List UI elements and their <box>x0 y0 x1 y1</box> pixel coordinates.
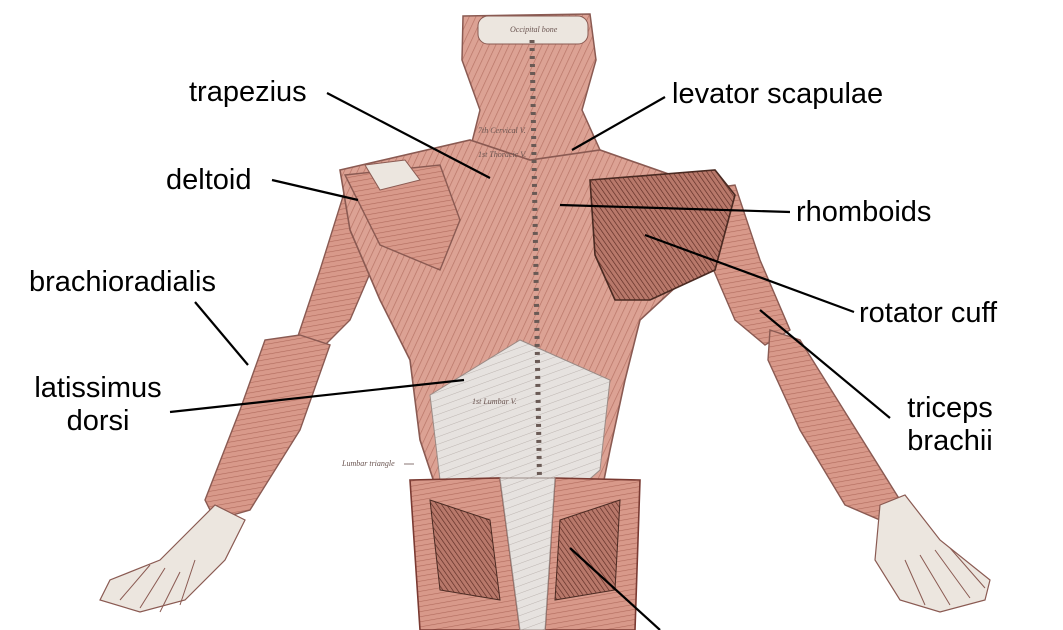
leader-brachioradialis <box>194 301 249 366</box>
leader-latissimus-dorsi <box>169 378 465 414</box>
leader-trapezius <box>326 92 491 179</box>
leader-gluteal <box>569 547 661 630</box>
plate-text-cervical: 7th Cervical V. <box>478 126 526 135</box>
plate-text-thoracic: 1st Thoracic V. <box>478 150 526 159</box>
deltoid-muscle <box>343 164 461 271</box>
label-rotator-cuff: rotator cuff <box>859 297 998 329</box>
leader-rhomboids <box>559 203 791 214</box>
gluteal-region <box>409 477 641 630</box>
plate-text-lumbar: 1st Lumbar V. <box>472 397 517 406</box>
label-latissimus-line1: latissimus <box>34 372 162 404</box>
label-trapezius: trapezius <box>189 76 307 108</box>
leader-triceps-brachii <box>759 309 891 419</box>
plate-text-lumbar-triangle: Lumbar triangle <box>341 459 395 468</box>
right-forearm <box>767 329 901 521</box>
leader-lines <box>169 92 891 630</box>
label-latissimus-line2: dorsi <box>66 405 130 437</box>
label-latissimus-dorsi: latissimus dorsi <box>18 372 178 438</box>
label-levator-scapulae: levator scapulae <box>672 78 884 110</box>
neck-muscles <box>461 13 602 171</box>
leader-levator-scapulae <box>571 96 666 151</box>
label-deltoid: deltoid <box>166 164 252 196</box>
left-hand <box>99 504 246 613</box>
label-triceps-line2: brachii <box>907 425 993 457</box>
torso <box>339 39 736 511</box>
leader-deltoid <box>271 178 359 202</box>
right-hand <box>874 494 991 613</box>
rotator-cuff-muscles <box>589 169 736 301</box>
occipital-bone <box>477 15 589 45</box>
label-triceps-brachii: triceps brachii <box>890 392 1010 458</box>
leader-rotator-cuff <box>644 233 855 314</box>
label-triceps-line1: triceps <box>907 392 993 424</box>
left-forearm <box>204 334 331 521</box>
label-brachioradialis: brachioradialis <box>29 266 216 298</box>
label-rhomboids: rhomboids <box>796 196 932 228</box>
plate-text-occipital: Occipital bone <box>510 25 558 34</box>
